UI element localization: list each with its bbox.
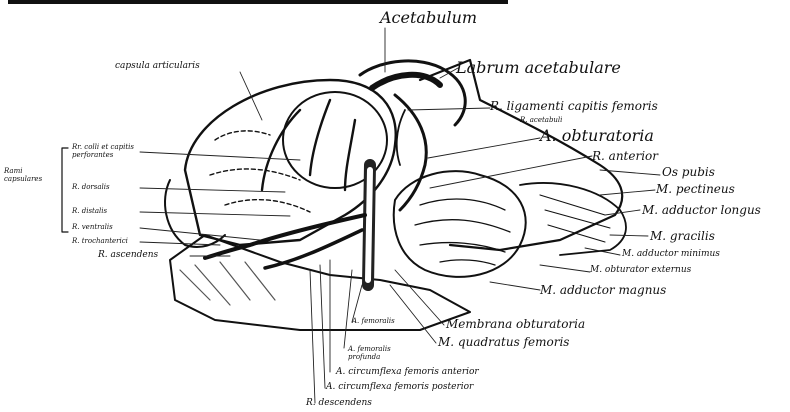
label-a-circumflexa-femoris-posterior: A. circumflexa femoris posterior	[326, 383, 473, 392]
femur-shading	[180, 262, 275, 305]
label-membrana-obturatoria: Membrana obturatoria	[446, 318, 585, 330]
label-r-descendens: R. descendens	[306, 399, 372, 408]
label-r-ventralis: R. ventralis	[72, 224, 113, 231]
label-m-adductor-minimus: M. adductor minimus	[622, 250, 720, 259]
obturator-membrane	[394, 171, 526, 277]
label-rr-colli-et-capitis: Rr. colli et capitis perforantes	[72, 144, 152, 159]
label-a-obturatoria: A. obturatoria	[540, 128, 654, 144]
label-r-trochanterici: R. trochanterici	[72, 238, 128, 245]
rami-bracket	[62, 148, 68, 232]
label-a-femoralis-profunda: A. femoralis profunda	[348, 346, 418, 361]
label-m-obturator-externus: M. obturator externus	[590, 266, 691, 275]
label-acetabulum: Acetabulum	[380, 10, 477, 26]
label-m-pectineus: M. pectineus	[656, 183, 735, 195]
label-r-ligamenti-capitis-femoris: R. ligamenti capitis femoris	[490, 100, 658, 112]
label-os-pubis: Os pubis	[662, 166, 715, 178]
label-a-femoralis: A. femoralis	[352, 318, 395, 325]
capsular-branches	[262, 100, 355, 190]
label-r-distalis: R. distalis	[72, 208, 107, 215]
label-r-acetabuli: R. acetabuli	[520, 117, 562, 124]
muscle-fibres	[415, 199, 510, 265]
label-r-anterior: R. anterior	[592, 150, 658, 162]
label-r-dorsalis: R. dorsalis	[72, 184, 110, 191]
label-r-ascendens: R. ascendens	[98, 251, 158, 260]
adductor-fibres	[540, 195, 610, 242]
label-capsula-articularis: capsula articularis	[115, 62, 200, 71]
label-a-circumflexa-femoris-anterior: A. circumflexa femoris anterior	[336, 368, 479, 377]
femoral-artery-lumen	[368, 170, 370, 280]
label-m-gracilis: M. gracilis	[650, 230, 715, 242]
acetabular-branch	[397, 110, 405, 165]
label-rami-capsulares: Rami capsulares	[4, 168, 58, 183]
label-labrum-acetabulare: Labrum acetabulare	[456, 60, 621, 76]
label-m-adductor-magnus: M. adductor magnus	[540, 284, 666, 296]
label-m-adductor-longus: M. adductor longus	[642, 204, 761, 216]
label-m-quadratus-femoris: M. quadratus femoris	[438, 336, 569, 348]
